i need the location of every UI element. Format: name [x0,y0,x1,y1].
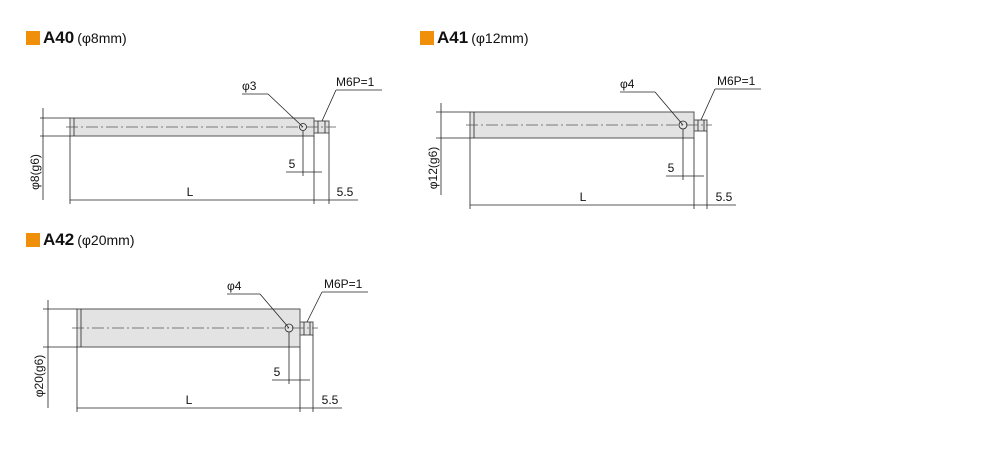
cross-hole [299,123,307,131]
hole-offset-label: 5 [289,157,296,171]
thread-stub [693,119,708,132]
hole-label: φ4 [620,77,635,91]
hole-offset-label: 5 [274,365,281,379]
thread-length-label: 5.5 [322,393,339,407]
hole-leader [259,293,290,329]
thread-leader [700,88,716,121]
model-code: A41 [437,28,469,47]
panel-title: A42 (φ20mm) [26,230,135,250]
thread-leader [321,89,337,122]
thread-leader [306,291,323,323]
shaft-drawing: φ20(g6) φ4 M6P=1 5 L 5.5 [32,277,368,412]
hole-label: φ3 [242,79,257,93]
model-spec: (φ20mm) [77,232,135,248]
thread-label: M6P=1 [324,277,363,291]
shaft-drawing: φ8(g6) φ3 M6P=1 5 L 5.5 [28,75,382,204]
panel-title: A40 (φ8mm) [26,28,127,48]
thread-length-label: 5.5 [337,185,354,199]
model-spec: (φ8mm) [77,30,127,46]
model-code: A42 [43,230,75,249]
panel-title: A41 (φ12mm) [420,28,529,48]
length-label: L [580,190,587,204]
panel-a40: A40 (φ8mm) φ8(g6) φ3 M6P=1 5 [0,0,400,220]
orange-square-icon [26,233,40,247]
diameter-label: φ12(g6) [426,147,440,189]
panel-a42: A42 (φ20mm) φ20(g6) φ4 M6P=1 5 L 5.5 [0,224,400,464]
orange-square-icon [26,31,40,45]
shaft-drawing: φ12(g6) φ4 M6P=1 5 L 5.5 [426,74,761,209]
thread-stub [299,321,314,336]
hole-label: φ4 [227,279,242,293]
hole-offset-label: 5 [668,161,675,175]
thread-label: M6P=1 [336,75,375,89]
model-code: A40 [43,28,75,47]
thread-label: M6P=1 [717,74,756,88]
diameter-label: φ20(g6) [32,355,46,397]
length-label: L [186,393,193,407]
hole-leader [267,93,304,128]
thread-length-label: 5.5 [716,190,733,204]
hole-leader [654,91,684,126]
diameter-label: φ8(g6) [28,154,42,190]
panel-a41: A41 (φ12mm) φ12(g6) φ4 M6P=1 5 L 5.5 [398,0,798,219]
orange-square-icon [420,31,434,45]
model-spec: (φ12mm) [471,30,529,46]
length-label: L [187,185,194,199]
